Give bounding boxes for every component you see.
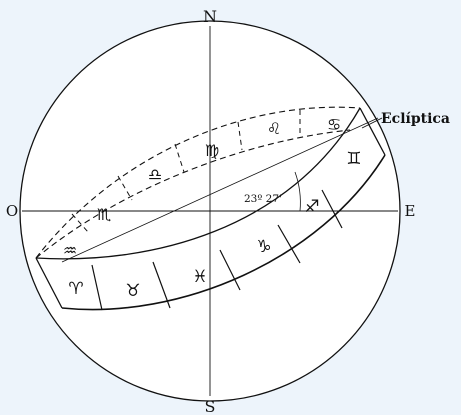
aquarius-icon: ♒: [63, 241, 77, 260]
aries-icon: ♈: [68, 279, 83, 299]
ecliptic-label-pointer: [361, 117, 383, 129]
back-divider: [71, 213, 89, 233]
east-label: E: [405, 202, 416, 220]
back-divider: [174, 143, 185, 173]
capricorn-icon: ♑: [256, 237, 271, 257]
ecliptic-center-line: [61, 117, 379, 263]
front-divider: [321, 189, 343, 229]
virgo-icon: ♍: [205, 141, 219, 160]
sagittarius-icon: ♐: [304, 197, 319, 217]
tilt-angle-label: 23º 27': [244, 193, 282, 205]
back-band-outer-edge: [35, 106, 361, 259]
front-divider: [219, 249, 241, 291]
front-divider: [152, 261, 171, 309]
cancer-icon: ♋: [327, 115, 341, 134]
south-label: S: [205, 397, 216, 415]
north-label: N: [203, 7, 217, 26]
lower-zodiac-glyphs: ♈ ♉ ♓ ♑ ♐ ♊: [68, 149, 361, 301]
front-divider: [91, 264, 103, 311]
gemini-icon: ♊: [346, 149, 361, 169]
front-band-dividers: [91, 189, 343, 311]
back-band-dividers: [71, 110, 301, 233]
front-band-left-end: [35, 257, 63, 309]
upper-zodiac-glyphs: ♒ ♏ ♎ ♍ ♌ ♋: [63, 115, 341, 260]
front-band-top-edge: [35, 107, 361, 260]
libra-icon: ♎: [148, 165, 162, 184]
back-band-inner-edge: [35, 129, 351, 259]
front-band-bottom-edge: [61, 154, 386, 311]
back-divider: [237, 121, 243, 151]
scorpio-icon: ♏: [97, 205, 111, 224]
taurus-icon: ♉: [125, 281, 140, 301]
front-divider: [277, 224, 301, 264]
pisces-icon: ♓: [192, 267, 207, 287]
back-divider: [117, 175, 133, 201]
front-band-right-end: [359, 107, 386, 156]
tilt-angle-arc: [294, 171, 301, 212]
leo-icon: ♌: [267, 119, 281, 138]
ecliptic-label: Eclíptica: [381, 111, 450, 127]
west-label: O: [6, 202, 18, 220]
